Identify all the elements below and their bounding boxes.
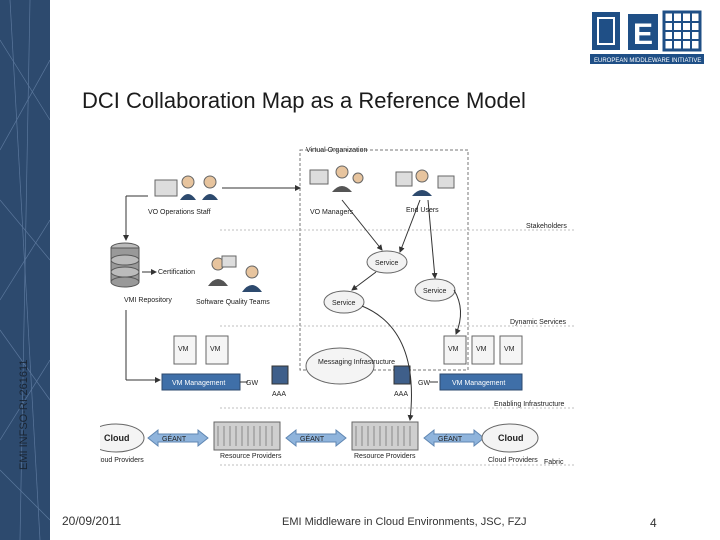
cloud-providers-left-label: Cloud Providers: [100, 457, 144, 464]
geant-arrow-2: GÉANT: [285, 428, 347, 448]
svg-text:VM: VM: [210, 346, 221, 353]
vm-management-right: VM Management: [439, 373, 523, 391]
svg-text:Cloud: Cloud: [498, 433, 524, 443]
service-2-label: Service: [423, 288, 446, 295]
vo-managers-label: VO Managers: [310, 209, 354, 216]
vm-right-2: VM: [471, 335, 495, 365]
svg-text:GÉANT: GÉANT: [438, 434, 463, 443]
messaging-infrastructure-cloud: Messaging Infrastructure: [305, 347, 395, 385]
service-2: Service: [414, 278, 456, 302]
slide-title: DCI Collaboration Map as a Reference Mod…: [82, 88, 526, 113]
layer-separators: [220, 229, 575, 466]
vo-operations-staff-icon: [154, 175, 218, 200]
page-number: 4: [650, 516, 657, 530]
enabling-infrastructure-label: Enabling Infrastructure: [494, 401, 565, 408]
software-quality-teams-label: Software Quality Teams: [196, 299, 270, 306]
project-id-vertical: EMI INFSO-RI-261611: [18, 359, 30, 470]
cloud-right: Cloud: [481, 423, 539, 453]
svg-text:GÉANT: GÉANT: [300, 434, 325, 443]
logo-text: EUROPEAN MIDDLEWARE INITIATIVE: [594, 58, 701, 64]
certification-label: Certification: [158, 269, 195, 276]
gw-left-label: GW: [246, 380, 258, 387]
svg-text:VM: VM: [178, 346, 189, 353]
vm-left-1: VM: [173, 335, 197, 365]
dci-collaboration-diagram: Virtual Organization Stakeholders Dynami…: [100, 147, 575, 466]
messaging-label-line: Messaging Infrastructure: [318, 359, 395, 366]
svg-text:VM: VM: [504, 346, 515, 353]
end-users-label: End Users: [406, 207, 439, 214]
svg-text:VM Management: VM Management: [452, 380, 505, 387]
dynamic-services-label: Dynamic Services: [510, 319, 567, 326]
svg-text:VM: VM: [448, 346, 459, 353]
vm-right-1: VM: [443, 335, 467, 365]
footer-center-text: EMI Middleware in Cloud Environments, JS…: [282, 516, 527, 528]
connectors: [123, 185, 461, 421]
stakeholders-label: Stakeholders: [526, 223, 567, 230]
software-quality-teams-icon: [208, 255, 262, 292]
end-users-icon: [395, 169, 455, 196]
service-3-label: Service: [332, 300, 355, 307]
cloud-providers-right-label: Cloud Providers: [488, 457, 538, 464]
geant-arrow-3: GÉANT: [423, 428, 485, 448]
virtual-organization-boundary: [299, 149, 469, 371]
aaa-right-label: AAA: [394, 391, 408, 398]
service-1-label: Service: [375, 260, 398, 267]
resource-providers-left: [213, 421, 281, 451]
footer-date: 20/09/2011: [62, 514, 122, 528]
svg-text:GÉANT: GÉANT: [162, 434, 187, 443]
fabric-label: Fabric: [544, 459, 564, 466]
svg-text:VM Management: VM Management: [172, 380, 225, 387]
vm-left-2: VM: [205, 335, 229, 365]
virtual-organization-label: Virtual Organization: [306, 147, 367, 154]
sidebar-pattern: [0, 0, 50, 540]
vm-management-left: VM Management: [161, 373, 241, 391]
svg-text:E: E: [633, 18, 653, 51]
emi-logo: E EUROPEAN MIDDLEWARE INITIATIVE: [588, 10, 708, 66]
aaa-left-icon: [271, 365, 289, 385]
resource-providers-left-label: Resource Providers: [220, 453, 282, 460]
resource-providers-right-label: Resource Providers: [354, 453, 416, 460]
aaa-right-icon: [393, 365, 411, 385]
vm-right-3: VM: [499, 335, 523, 365]
geant-arrow-1: GÉANT: [147, 428, 209, 448]
vmi-repository-label: VMI Repository: [124, 297, 172, 304]
service-3: Service: [323, 290, 365, 314]
cloud-left: Cloud: [100, 423, 145, 453]
svg-text:VM: VM: [476, 346, 487, 353]
vmi-repository-icon: [110, 242, 140, 288]
gw-right-label: GW: [418, 380, 430, 387]
vo-operations-staff-label: VO Operations Staff: [148, 209, 211, 216]
left-sidebar: [0, 0, 50, 540]
aaa-left-label: AAA: [272, 391, 286, 398]
service-1: Service: [366, 250, 408, 274]
svg-text:Cloud: Cloud: [104, 433, 130, 443]
resource-providers-right: [351, 421, 419, 451]
emi-logo-graphic: E EUROPEAN MIDDLEWARE INITIATIVE: [590, 10, 704, 64]
vo-managers-icon: [309, 165, 364, 192]
